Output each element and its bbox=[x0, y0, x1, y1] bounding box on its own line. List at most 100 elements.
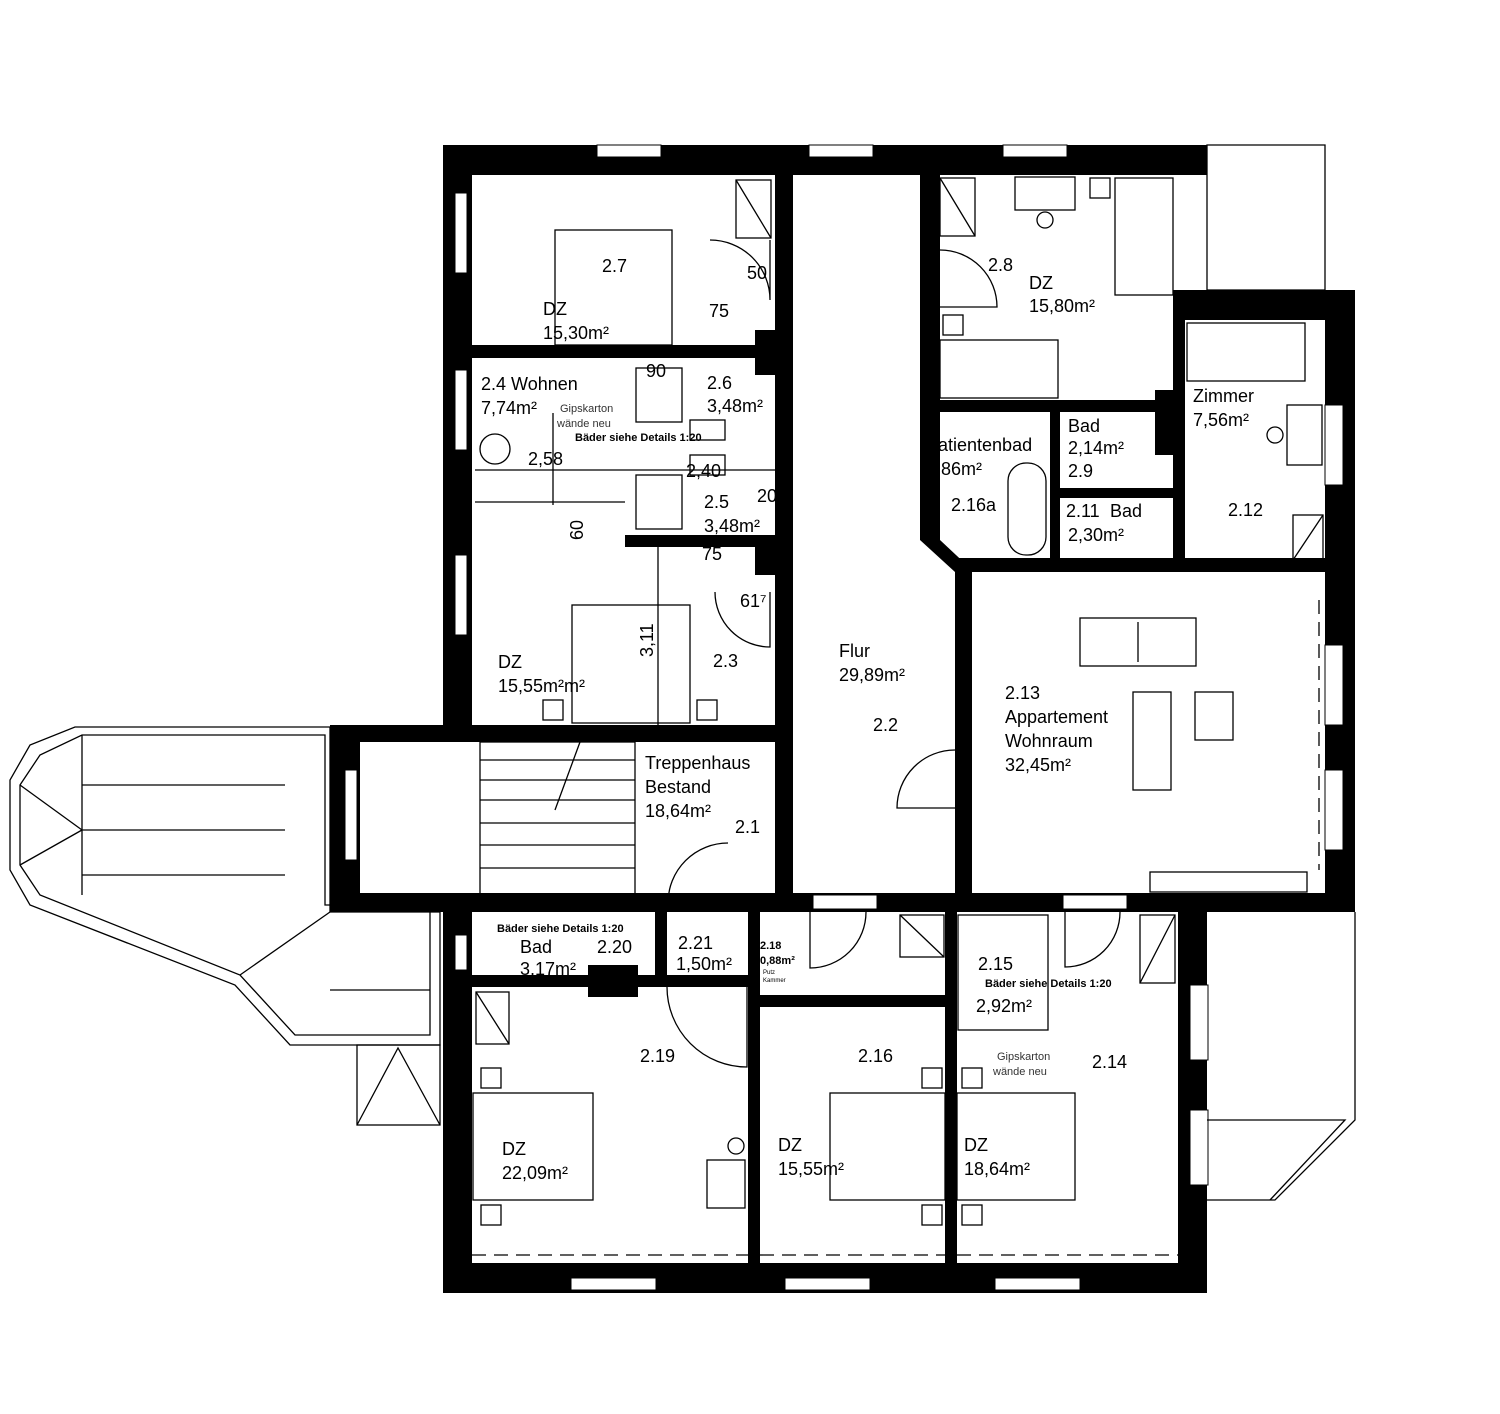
room-2-5: 2.5 3,48m² bbox=[704, 492, 760, 536]
svg-text:DZ: DZ bbox=[543, 299, 567, 319]
svg-text:32,45m²: 32,45m² bbox=[1005, 755, 1071, 775]
room-2-18: 2.18 0,88m² Putz Kammer bbox=[760, 940, 795, 984]
svg-text:wände neu: wände neu bbox=[992, 1066, 1047, 1078]
svg-text:Bad: Bad bbox=[520, 937, 552, 957]
room-2-9: Bad 2,14m² 2.9 bbox=[1068, 416, 1124, 481]
room-treppenhaus: Treppenhaus Bestand 18,64m² 2.1 bbox=[645, 753, 760, 837]
svg-text:2.1: 2.1 bbox=[735, 817, 760, 837]
svg-text:2.19: 2.19 bbox=[640, 1046, 675, 1066]
svg-text:2.21: 2.21 bbox=[678, 933, 713, 953]
svg-text:3,48m²: 3,48m² bbox=[707, 396, 763, 416]
svg-text:Flur: Flur bbox=[839, 641, 870, 661]
svg-text:2,14m²: 2,14m² bbox=[1068, 438, 1124, 458]
svg-text:0,88m²: 0,88m² bbox=[760, 955, 795, 967]
svg-text:DZ: DZ bbox=[778, 1135, 802, 1155]
svg-text:Bad: Bad bbox=[1068, 416, 1100, 436]
svg-text:DZ: DZ bbox=[498, 652, 522, 672]
svg-text:DZ: DZ bbox=[1029, 273, 1053, 293]
svg-text:1,50m²: 1,50m² bbox=[676, 954, 732, 974]
svg-text:3,17m²: 3,17m² bbox=[520, 959, 576, 979]
room-2-14: 2.14 DZ 18,64m² bbox=[964, 1052, 1127, 1179]
stairs bbox=[479, 741, 636, 895]
note-gipskarton-1: Gipskarton wände neu bbox=[556, 403, 613, 430]
svg-text:2,40: 2,40 bbox=[686, 461, 721, 481]
room-2-12: 2.12 bbox=[1228, 500, 1263, 520]
svg-text:2.20: 2.20 bbox=[597, 937, 632, 957]
svg-text:3,11: 3,11 bbox=[637, 623, 657, 657]
svg-text:2.3: 2.3 bbox=[713, 651, 738, 671]
room-flur: Flur 29,89m² 2.2 bbox=[839, 641, 905, 735]
svg-text:DZ: DZ bbox=[502, 1139, 526, 1159]
note-gipskarton-2: Gipskarton wände neu bbox=[992, 1051, 1050, 1078]
dimensions: 50 75 90 2,58 2,40 20 60 75 61⁷ 3,11 bbox=[528, 263, 777, 657]
room-2-21: 2.21 1,50m² bbox=[676, 933, 732, 974]
svg-text:4,86m²: 4,86m² bbox=[926, 459, 982, 479]
svg-text:2.18: 2.18 bbox=[760, 940, 781, 952]
room-2-8: 2.8 DZ 15,80m² bbox=[988, 255, 1095, 316]
svg-text:Putz: Putz bbox=[763, 970, 775, 976]
room-zimmer: Zimmer 7,56m² bbox=[1193, 386, 1254, 430]
note-baeder-3: Bäder siehe Details 1:20 bbox=[985, 978, 1112, 990]
svg-text:2,30m²: 2,30m² bbox=[1068, 525, 1124, 545]
svg-text:2.8: 2.8 bbox=[988, 255, 1013, 275]
svg-text:2.6: 2.6 bbox=[707, 373, 732, 393]
svg-text:2.9: 2.9 bbox=[1068, 461, 1093, 481]
svg-text:DZ: DZ bbox=[964, 1135, 988, 1155]
svg-text:2.15: 2.15 bbox=[978, 954, 1013, 974]
note-baeder-2: Bäder siehe Details 1:20 bbox=[497, 923, 624, 935]
room-2-16: 2.16 DZ 15,55m² bbox=[778, 1046, 893, 1179]
svg-text:wände neu: wände neu bbox=[556, 418, 611, 430]
exterior bbox=[9, 144, 1356, 1201]
svg-text:75: 75 bbox=[702, 544, 722, 564]
svg-text:18,64m²: 18,64m² bbox=[964, 1159, 1030, 1179]
svg-text:15,55m²m²: 15,55m²m² bbox=[498, 676, 585, 696]
svg-text:29,89m²: 29,89m² bbox=[839, 665, 905, 685]
svg-text:Treppenhaus: Treppenhaus bbox=[645, 753, 750, 773]
svg-text:2,92m²: 2,92m² bbox=[976, 996, 1032, 1016]
svg-text:15,80m²: 15,80m² bbox=[1029, 296, 1095, 316]
svg-text:2.2: 2.2 bbox=[873, 715, 898, 735]
svg-text:20: 20 bbox=[757, 486, 777, 506]
svg-text:Bad: Bad bbox=[1110, 501, 1142, 521]
svg-text:50: 50 bbox=[747, 263, 767, 283]
note-baeder-1: Bäder siehe Details 1:20 bbox=[575, 432, 702, 444]
svg-text:15,30m²: 15,30m² bbox=[543, 323, 609, 343]
svg-text:2.16: 2.16 bbox=[858, 1046, 893, 1066]
svg-text:2,58: 2,58 bbox=[528, 449, 563, 469]
svg-text:Kammer: Kammer bbox=[763, 978, 786, 984]
svg-text:22,09m²: 22,09m² bbox=[502, 1163, 568, 1183]
room-2-4: 2.4 Wohnen 7,74m² bbox=[481, 374, 578, 418]
furniture bbox=[472, 176, 1324, 1256]
svg-text:2.14: 2.14 bbox=[1092, 1052, 1127, 1072]
svg-text:Gipskarton: Gipskarton bbox=[560, 403, 613, 415]
svg-text:2.4 Wohnen: 2.4 Wohnen bbox=[481, 374, 578, 394]
svg-text:3,48m²: 3,48m² bbox=[704, 516, 760, 536]
room-2-19: 2.19 DZ 22,09m² bbox=[502, 1046, 675, 1183]
svg-text:2.13: 2.13 bbox=[1005, 683, 1040, 703]
svg-text:Patientenbad: Patientenbad bbox=[926, 435, 1032, 455]
room-2-11: Bad 2,30m² 2.11 bbox=[1066, 501, 1142, 545]
svg-text:61⁷: 61⁷ bbox=[740, 591, 767, 611]
svg-text:75: 75 bbox=[709, 301, 729, 321]
svg-text:2.11: 2.11 bbox=[1066, 501, 1100, 521]
svg-text:Zimmer: Zimmer bbox=[1193, 386, 1254, 406]
room-2-13: 2.13 Appartement Wohnraum 32,45m² bbox=[1005, 683, 1108, 775]
svg-text:90: 90 bbox=[646, 361, 666, 381]
svg-text:18,64m²: 18,64m² bbox=[645, 801, 711, 821]
svg-text:60: 60 bbox=[567, 520, 587, 540]
svg-text:Gipskarton: Gipskarton bbox=[997, 1051, 1050, 1063]
svg-text:2.7: 2.7 bbox=[602, 256, 627, 276]
room-patientenbad: Patientenbad 4,86m² 2.16a bbox=[926, 435, 1032, 515]
svg-text:7,56m²: 7,56m² bbox=[1193, 410, 1249, 430]
room-2-20: Bad 3,17m² 2.20 bbox=[520, 937, 632, 979]
room-2-3: 2.3 DZ 15,55m²m² bbox=[498, 651, 738, 696]
room-2-6: 2.6 3,48m² bbox=[707, 373, 763, 416]
windows bbox=[344, 144, 1344, 1291]
svg-text:Bestand: Bestand bbox=[645, 777, 711, 797]
svg-text:Wohnraum: Wohnraum bbox=[1005, 731, 1093, 751]
svg-text:2.5: 2.5 bbox=[704, 492, 729, 512]
svg-text:Appartement: Appartement bbox=[1005, 707, 1108, 727]
svg-text:2.16a: 2.16a bbox=[951, 495, 997, 515]
room-2-15: 2.15 2,92m² bbox=[957, 914, 1049, 1031]
